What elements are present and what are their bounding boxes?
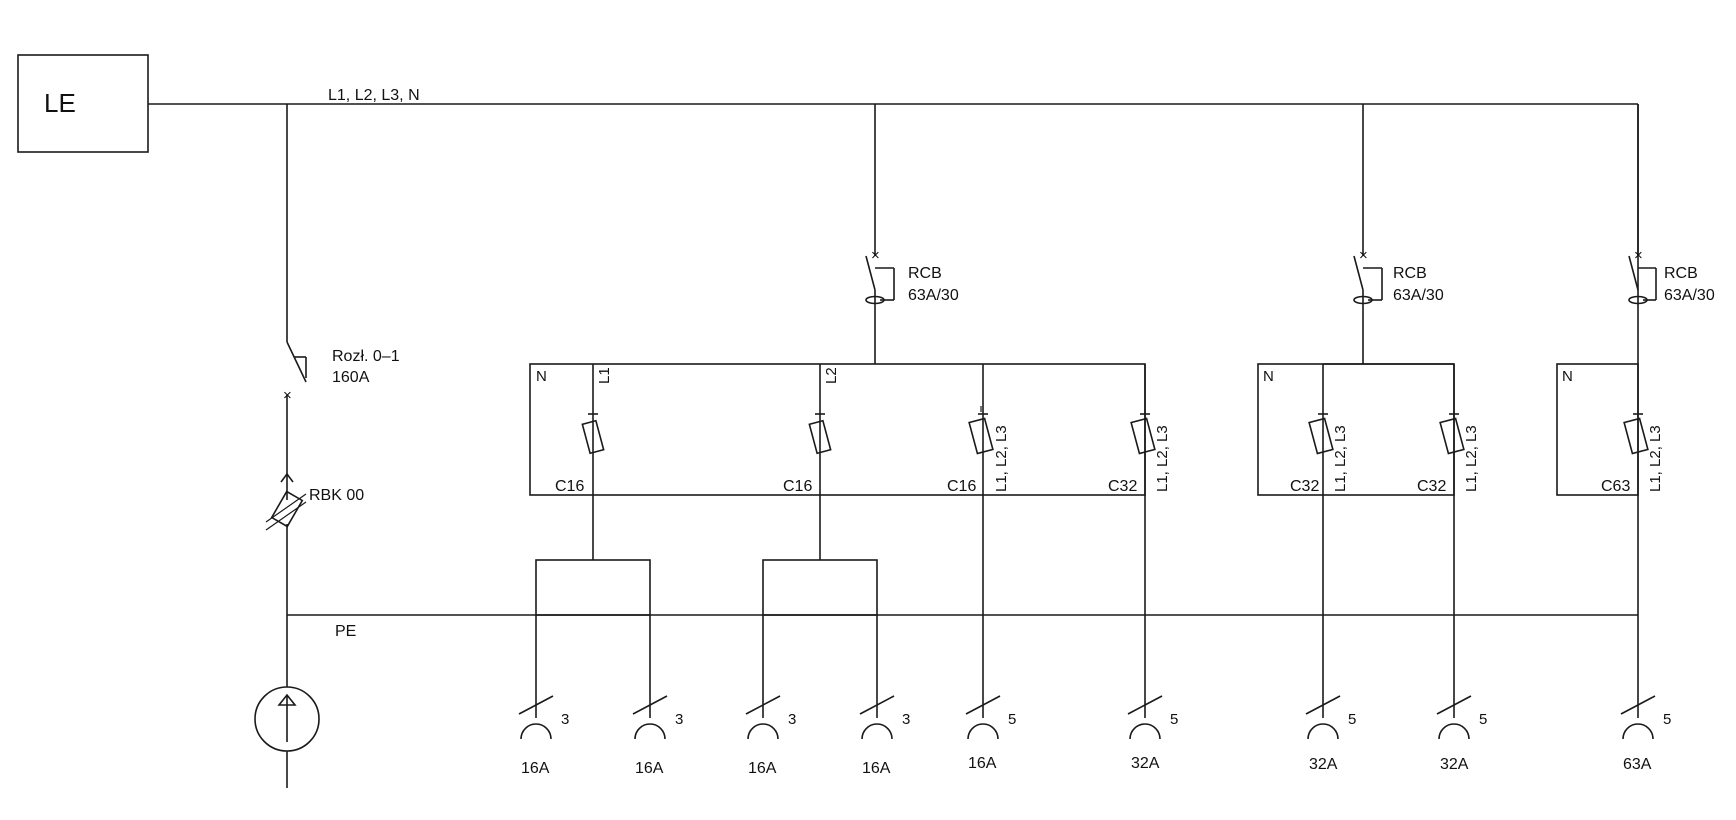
socket-3-poles: 3 bbox=[788, 711, 796, 728]
socket-1-rating: 16A bbox=[521, 760, 550, 777]
socket-drops bbox=[982, 615, 1639, 718]
panel-1-n-label: N bbox=[536, 368, 547, 385]
panel-1-breaker-3-rating: C16 bbox=[947, 478, 976, 495]
split-feed-2 bbox=[762, 559, 878, 718]
panel-1-breaker-1-phase: L1 bbox=[596, 367, 613, 384]
socket-6-rating: 32A bbox=[1131, 755, 1160, 772]
socket-7-poles: 5 bbox=[1348, 711, 1356, 728]
rcb-2-name: RCB bbox=[1393, 265, 1427, 282]
socket-1: 3 16A bbox=[518, 695, 569, 777]
panel-3: N L1, L2, L3 C63 bbox=[1556, 363, 1664, 496]
panel-1: N L1 C16 L2 C16 L1, L2, L3 C16 bbox=[529, 363, 1171, 615]
main-feeder: × Rozł. 0–1 160A RBK 00 bbox=[265, 104, 400, 615]
rcb-3-rating: 63A/30 bbox=[1664, 287, 1715, 304]
socket-2: 3 16A bbox=[632, 695, 683, 777]
pe-line: PE bbox=[287, 614, 1638, 640]
socket-2-poles: 3 bbox=[675, 711, 683, 728]
panel-2: N L1, L2, L3 C32 L1, L2, L3 C32 bbox=[1257, 363, 1480, 615]
socket-9-rating: 63A bbox=[1623, 756, 1652, 773]
earth-symbol bbox=[254, 615, 320, 788]
split-feed-1 bbox=[535, 559, 651, 718]
panel-1-breaker-3: L1, L2, L3 C16 bbox=[947, 364, 1010, 615]
socket-1-poles: 3 bbox=[561, 711, 569, 728]
panel-3-n-label: N bbox=[1562, 368, 1573, 385]
svg-text:×: × bbox=[1634, 247, 1643, 264]
svg-text:×: × bbox=[283, 387, 292, 404]
socket-8: 5 32A bbox=[1436, 695, 1487, 773]
socket-4-rating: 16A bbox=[862, 760, 891, 777]
main-switch-name: Rozł. 0–1 bbox=[332, 348, 400, 365]
svg-text:×: × bbox=[871, 247, 880, 264]
panel-3-breaker-1-rating: C63 bbox=[1601, 478, 1630, 495]
socket-5: 5 16A bbox=[965, 695, 1016, 772]
socket-6-poles: 5 bbox=[1170, 711, 1178, 728]
socket-7: 5 32A bbox=[1305, 695, 1356, 773]
rcb-2: × RCB 63A/30 bbox=[1353, 104, 1444, 364]
rcb-3-name: RCB bbox=[1664, 265, 1698, 282]
panel-1-breaker-2-phase: L2 bbox=[823, 367, 840, 384]
rcb-1-name: RCB bbox=[908, 265, 942, 282]
socket-4: 3 16A bbox=[859, 695, 910, 777]
panel-1-breaker-4-rating: C32 bbox=[1108, 478, 1137, 495]
panel-1-breaker-1-rating: C16 bbox=[555, 478, 584, 495]
socket-3: 3 16A bbox=[745, 695, 796, 777]
main-fuse-label: RBK 00 bbox=[309, 487, 364, 504]
rcb-1-rating: 63A/30 bbox=[908, 287, 959, 304]
panel-2-breaker-1: L1, L2, L3 C32 bbox=[1290, 364, 1349, 615]
panel-1-breaker-4-phase: L1, L2, L3 bbox=[1154, 425, 1171, 492]
socket-8-poles: 5 bbox=[1479, 711, 1487, 728]
rcb-2-rating: 63A/30 bbox=[1393, 287, 1444, 304]
panel-1-breaker-3-phase: L1, L2, L3 bbox=[993, 425, 1010, 492]
main-switch: × Rozł. 0–1 160A bbox=[283, 341, 400, 500]
source-box: LE bbox=[17, 54, 149, 153]
panel-2-n-label: N bbox=[1263, 368, 1274, 385]
socket-7-rating: 32A bbox=[1309, 756, 1338, 773]
panel-3-breaker-1-phase: L1, L2, L3 bbox=[1647, 425, 1664, 492]
main-switch-rating: 160A bbox=[332, 369, 370, 386]
panel-3-breaker-1: L1, L2, L3 C63 bbox=[1601, 413, 1664, 495]
socket-2-rating: 16A bbox=[635, 760, 664, 777]
panel-2-breaker-1-phase: L1, L2, L3 bbox=[1332, 425, 1349, 492]
socket-9: 5 63A bbox=[1620, 695, 1671, 773]
panel-2-breaker-2: L1, L2, L3 C32 bbox=[1417, 364, 1480, 615]
source-box-label: LE bbox=[44, 88, 76, 118]
panel-1-breaker-1: L1 C16 bbox=[555, 364, 613, 560]
panel-2-breaker-2-rating: C32 bbox=[1417, 478, 1446, 495]
socket-3-rating: 16A bbox=[748, 760, 777, 777]
panel-2-breaker-1-rating: C32 bbox=[1290, 478, 1319, 495]
panel-1-breaker-2-rating: C16 bbox=[783, 478, 812, 495]
rcb-3: × RCB 63A/30 bbox=[1628, 104, 1715, 305]
main-fuse: RBK 00 bbox=[265, 473, 364, 615]
svg-text:×: × bbox=[1359, 247, 1368, 264]
main-bus: L1, L2, L3, N bbox=[148, 87, 1639, 615]
socket-4-poles: 3 bbox=[902, 711, 910, 728]
bus-label: L1, L2, L3, N bbox=[328, 87, 420, 104]
socket-6: 5 32A bbox=[1127, 695, 1178, 772]
socket-5-poles: 5 bbox=[1008, 711, 1016, 728]
panel-1-breaker-4: L1, L2, L3 C32 bbox=[1108, 364, 1171, 615]
panel-2-breaker-2-phase: L1, L2, L3 bbox=[1463, 425, 1480, 492]
socket-8-rating: 32A bbox=[1440, 756, 1469, 773]
panel-1-breaker-2: L2 C16 bbox=[783, 364, 840, 560]
socket-5-rating: 16A bbox=[968, 755, 997, 772]
socket-9-poles: 5 bbox=[1663, 711, 1671, 728]
rcb-1: × RCB 63A/30 bbox=[865, 104, 959, 364]
pe-label: PE bbox=[335, 623, 356, 640]
